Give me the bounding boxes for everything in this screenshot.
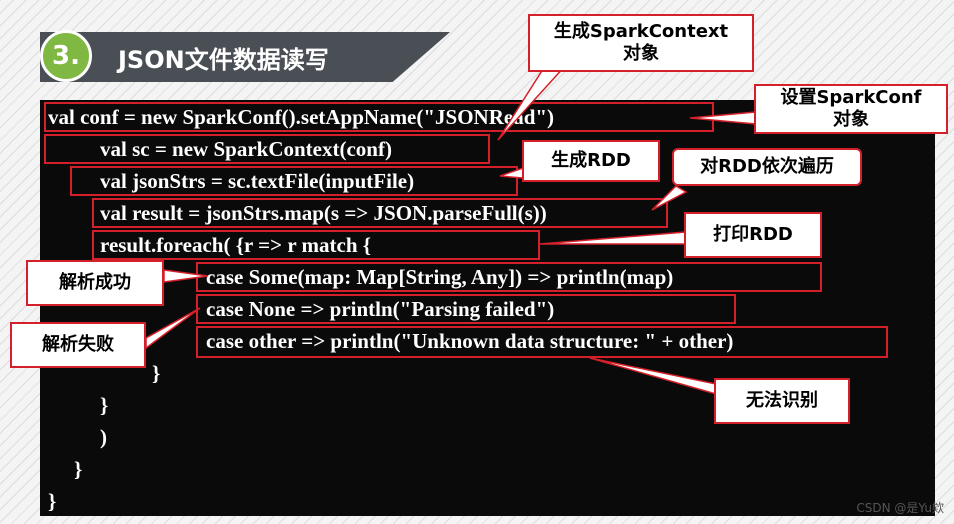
highlight-line-5 bbox=[92, 230, 540, 260]
callout-parse-fail: 解析失败 bbox=[10, 322, 146, 368]
callout-generate-rdd: 生成RDD bbox=[522, 140, 660, 182]
slide-title: JSON文件数据读写 bbox=[118, 46, 329, 74]
highlight-line-8 bbox=[196, 326, 888, 358]
highlight-line-4 bbox=[92, 198, 668, 228]
code-line-13: } bbox=[48, 489, 57, 513]
code-line-3: val jsonStrs = sc.textFile(inputFile) bbox=[100, 169, 415, 193]
code-line-5: result.foreach( {r => r match { bbox=[100, 233, 372, 257]
code-line-11: ) bbox=[100, 425, 107, 449]
code-line-12: } bbox=[74, 457, 83, 481]
callout-parse-success: 解析成功 bbox=[26, 260, 164, 306]
code-line-4: val result = jsonStrs.map(s => JSON.pars… bbox=[100, 201, 547, 225]
title-bar bbox=[40, 32, 450, 82]
code-line-6: case Some(map: Map[String, Any]) => prin… bbox=[206, 265, 674, 289]
section-number-badge: 3. bbox=[40, 30, 92, 82]
highlight-line-3 bbox=[70, 166, 518, 196]
callout-print-rdd: 打印RDD bbox=[684, 212, 822, 258]
callout-traverse-rdd: 对RDD依次遍历 bbox=[672, 148, 862, 186]
code-line-7: case None => println("Parsing failed") bbox=[206, 297, 555, 321]
code-line-1: val conf = new SparkConf().setAppName("J… bbox=[48, 105, 555, 129]
highlight-line-2 bbox=[44, 134, 490, 164]
code-line-9: } bbox=[152, 361, 161, 385]
callout-spark-context: 生成SparkContext 对象 bbox=[528, 14, 754, 72]
code-line-10: } bbox=[100, 393, 109, 417]
code-line-2: val sc = new SparkContext(conf) bbox=[100, 137, 392, 161]
code-line-8: case other => println("Unknown data stru… bbox=[206, 329, 734, 353]
callout-unknown: 无法识别 bbox=[714, 378, 850, 424]
callout-spark-conf: 设置SparkConf 对象 bbox=[754, 84, 948, 134]
watermark: CSDN @是Yu欸 bbox=[856, 501, 944, 515]
